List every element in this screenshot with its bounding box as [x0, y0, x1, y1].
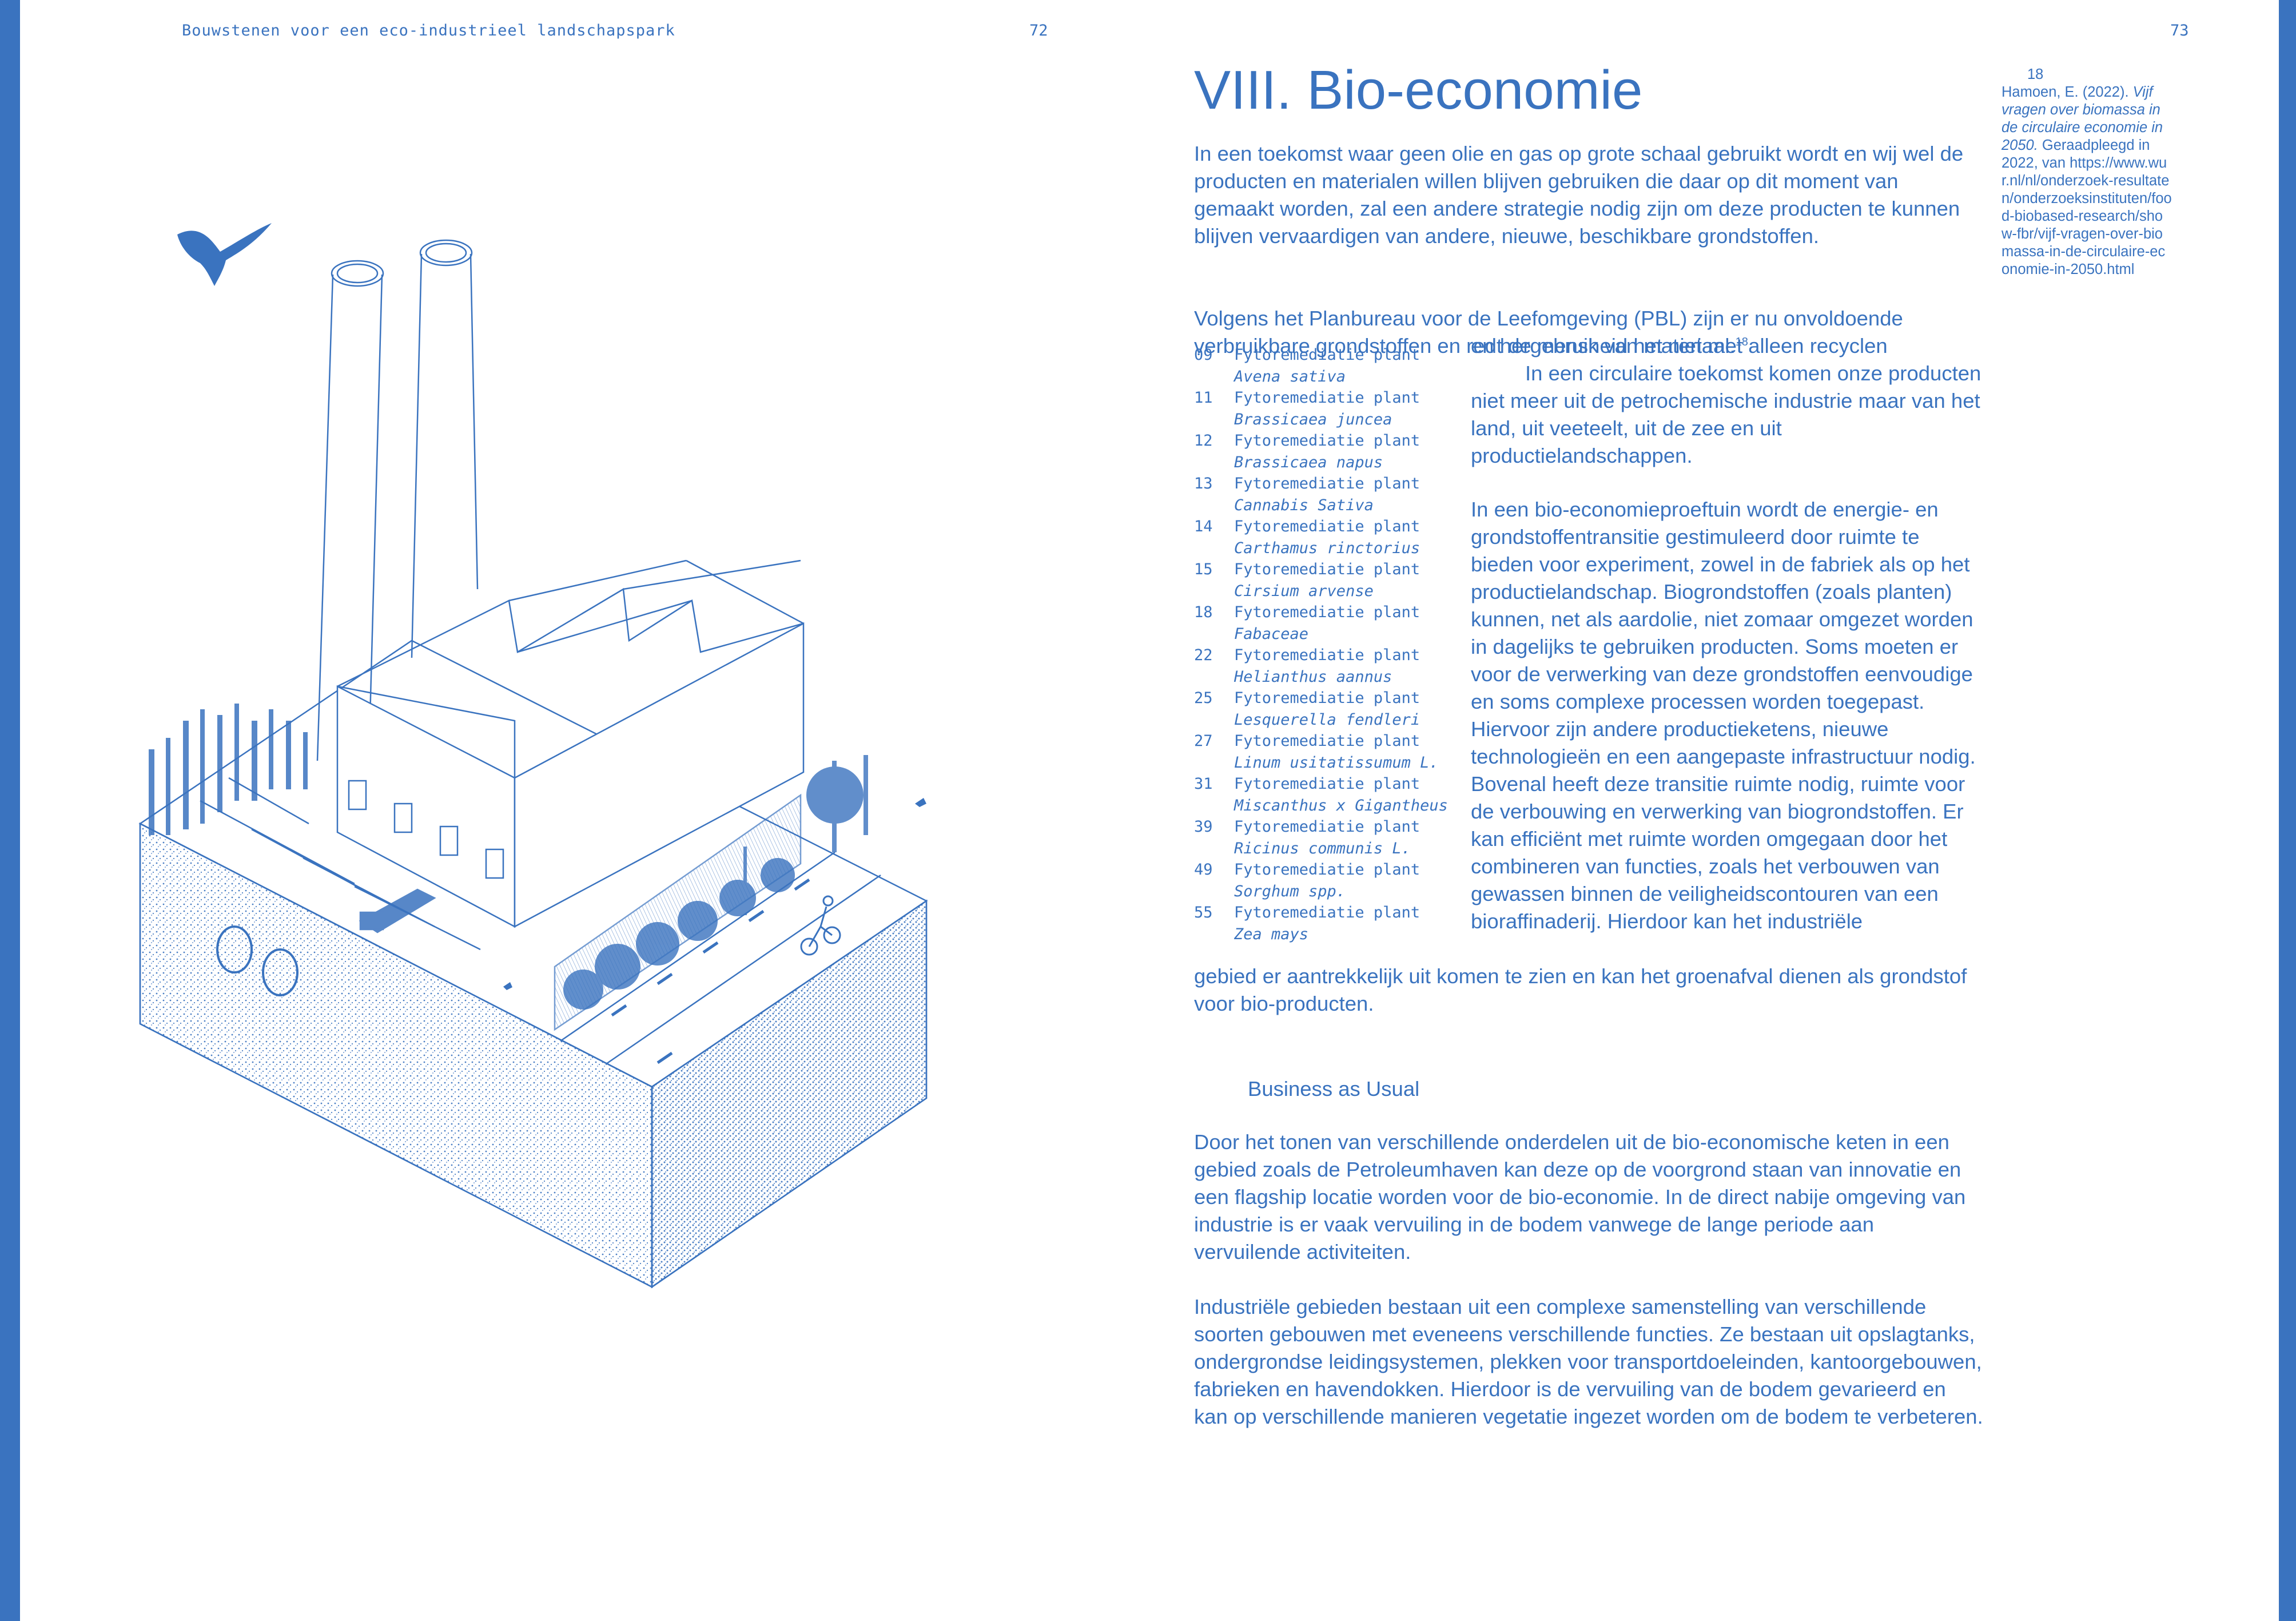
plant-legend-item: 22 Fytoremediatie plant — [1194, 645, 1469, 666]
plant-label: Fytoremediatie plant — [1234, 346, 1420, 364]
plant-legend-item: 11 Fytoremediatie plant — [1194, 387, 1469, 409]
plant-species: Avena sativa — [1234, 367, 1346, 386]
plant-label: Fytoremediatie plant — [1234, 389, 1420, 407]
paragraph-pbl-part-2: en hergebruik van materiaal.18 In een cir… — [1471, 332, 1985, 470]
plant-number: 31 — [1194, 775, 1213, 793]
plant-legend-item: 49 Fytoremediatie plant — [1194, 859, 1469, 881]
plant-species: Lesquerella fendleri — [1234, 710, 1420, 729]
plant-species: Linum usitatissumum L. — [1234, 753, 1439, 772]
plant-legend-item: 14 Fytoremediatie plant — [1194, 516, 1469, 538]
plant-number: 18 — [1194, 603, 1213, 621]
paragraph-pbl-part-1: Volgens het Planbureau voor de Leefomgev… — [1194, 307, 1903, 357]
plant-species: Helianthus aannus — [1234, 668, 1392, 686]
footnote-reference[interactable]: 18 — [1735, 335, 1748, 348]
plant-number: 15 — [1194, 561, 1213, 578]
plant-legend-item: 55 Fytoremediatie plant — [1194, 902, 1469, 924]
plant-legend-item: 31 Fytoremediatie plant — [1194, 773, 1469, 795]
ground-top — [138, 639, 928, 1088]
footnote-title: Vijf vragen over biomassa in de circulai… — [2001, 84, 2163, 153]
plant-number: 09 — [1194, 346, 1213, 364]
plant-species: Zea mays — [1234, 925, 1309, 943]
footnote-number: 18 — [2027, 66, 2044, 82]
footnote-url[interactable]: https://www.wur.nl/nl/onderzoek-resultat… — [2001, 155, 2172, 277]
footnote: 18 Hamoen, E. (2022). Vijf vragen over b… — [2001, 66, 2173, 279]
vegetation-right — [563, 755, 868, 1010]
plant-label: Fytoremediatie plant — [1234, 561, 1420, 578]
plant-number: 39 — [1194, 818, 1213, 836]
paragraph-business-as-usual-1: Door het tonen van verschillende onderde… — [1194, 1130, 1966, 1264]
plant-species: Carthamus rinctorius — [1234, 539, 1420, 557]
plant-species: Sorghum spp. — [1234, 882, 1346, 900]
plant-species: Brassicaea juncea — [1234, 410, 1392, 428]
plant-number: 22 — [1194, 646, 1213, 664]
paragraph-business-as-usual-2: Industriële gebieden bestaan uit een com… — [1194, 1295, 1983, 1428]
plant-label: Fytoremediatie plant — [1234, 818, 1420, 836]
plant-label: Fytoremediatie plant — [1234, 603, 1420, 621]
plant-label: Fytoremediatie plant — [1234, 732, 1420, 750]
page-edge-right — [2279, 0, 2296, 1621]
plant-legend-item: 13 Fytoremediatie plant — [1194, 473, 1469, 495]
plant-legend-item: 39 Fytoremediatie plant — [1194, 816, 1469, 838]
plant-number: 13 — [1194, 475, 1213, 492]
vegetation-left — [149, 704, 308, 835]
plant-number: 11 — [1194, 389, 1213, 407]
plant-label: Fytoremediatie plant — [1234, 689, 1420, 707]
paragraph-pbl-text: en hergebruik van materiaal. — [1471, 334, 1736, 357]
footnote-author: Hamoen, E. (2022). — [2001, 84, 2129, 100]
plant-legend-item: 12 Fytoremediatie plant — [1194, 430, 1469, 452]
paragraph-intro: In een toekomst waar geen olie en gas op… — [1194, 142, 1964, 248]
plant-species: Ricinus communis L. — [1234, 839, 1411, 857]
plant-label: Fytoremediatie plant — [1234, 518, 1420, 535]
page-number-left: 72 — [1029, 22, 1048, 39]
page-edge-left — [0, 0, 20, 1621]
plant-label: Fytoremediatie plant — [1234, 432, 1420, 450]
plant-legend-item: 18 Fytoremediatie plant — [1194, 602, 1469, 623]
chapter-title: VIII. Bio-economie — [1194, 59, 1643, 121]
paragraph-circular-future: In een circulaire toekomst komen onze pr… — [1471, 361, 1981, 467]
bird-large — [177, 223, 272, 286]
plant-number: 25 — [1194, 689, 1213, 707]
plant-number: 12 — [1194, 432, 1213, 450]
plant-species: Cirsium arvense — [1234, 582, 1374, 600]
section-subheading: Business as Usual — [1248, 1077, 1420, 1100]
running-head: Bouwstenen voor een eco-industrieel land… — [182, 22, 675, 39]
plant-species: Miscanthus x Gigantheus — [1234, 796, 1448, 815]
plant-legend-item: 25 Fytoremediatie plant — [1194, 688, 1469, 709]
plant-number: 55 — [1194, 904, 1213, 921]
plant-label: Fytoremediatie plant — [1234, 475, 1420, 492]
plant-number: 49 — [1194, 861, 1213, 879]
plant-legend-item: 09 Fytoremediatie plant — [1194, 344, 1469, 366]
plant-number: 14 — [1194, 518, 1213, 535]
plant-number: 27 — [1194, 732, 1213, 750]
page-number-right: 73 — [2170, 22, 2189, 39]
plant-label: Fytoremediatie plant — [1234, 861, 1420, 879]
cyclist — [800, 895, 841, 956]
isometric-factory-illustration — [138, 223, 928, 1289]
plant-legend-item: 15 Fytoremediatie plant — [1194, 559, 1469, 581]
plant-label: Fytoremediatie plant — [1234, 904, 1420, 921]
plant-label: Fytoremediatie plant — [1234, 646, 1420, 664]
plant-label: Fytoremediatie plant — [1234, 775, 1420, 793]
paragraph-proeftuin-continued: gebied er aantrekkelijk uit komen te zie… — [1194, 964, 1967, 1015]
soil-front-right — [651, 899, 928, 1289]
plant-species: Cannabis Sativa — [1234, 496, 1374, 514]
tanker-truck — [359, 888, 436, 933]
plant-legend-item: 27 Fytoremediatie plant — [1194, 730, 1469, 752]
paragraph-proeftuin: In een bio-economieproeftuin wordt de en… — [1471, 498, 1976, 933]
plant-species: Brassicaea napus — [1234, 453, 1383, 471]
factory-side — [514, 622, 805, 928]
plant-species: Fabaceae — [1234, 625, 1309, 643]
footnote-accessed: Geraadpleegd in 2022, van — [2001, 137, 2150, 171]
